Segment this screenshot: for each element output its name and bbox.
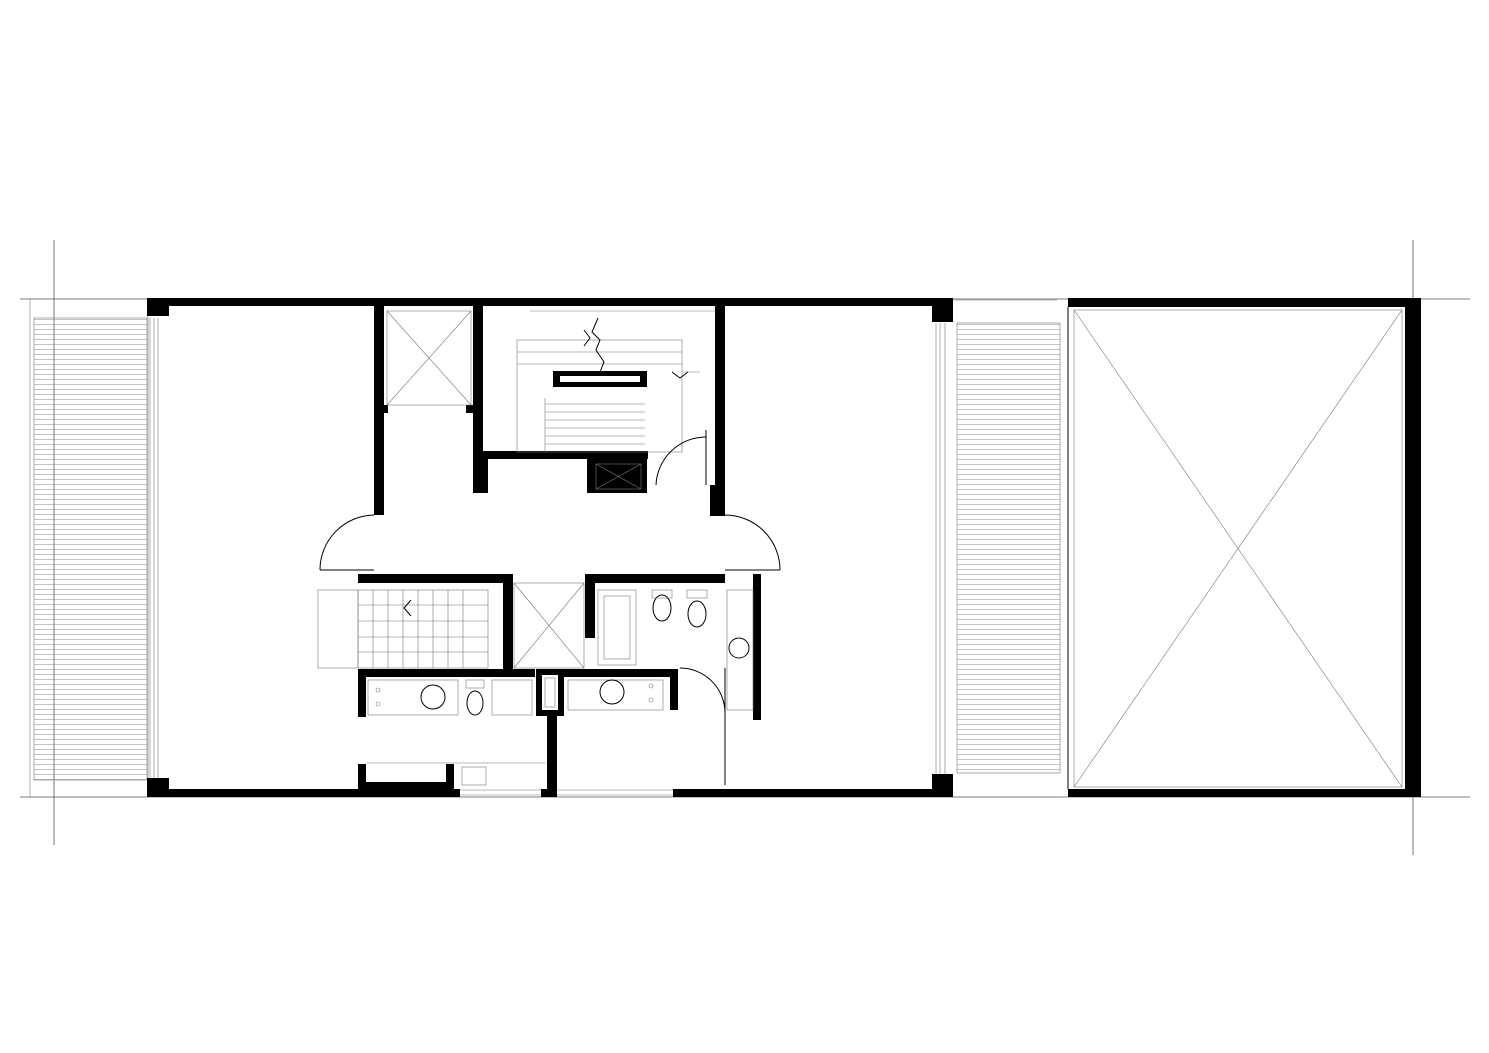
- core-upper-walls: [374, 306, 725, 516]
- duct-shaft: [595, 463, 642, 490]
- exterior-walls: [147, 298, 953, 797]
- left-terrace-deck: [29, 298, 155, 798]
- facade-windows: [157, 318, 937, 796]
- main-stair: [516, 310, 715, 453]
- bathroom-lower-center: [567, 679, 664, 711]
- right-terrace-deck: [939, 299, 1061, 798]
- bathroom-lower-left: [366, 679, 545, 786]
- elevator-shaft-lower: [513, 582, 585, 669]
- bathroom-right: [597, 589, 754, 785]
- void-block: [1067, 298, 1421, 797]
- lobby-doors: [319, 430, 781, 571]
- grid-lines: [20, 240, 1470, 855]
- elevator-shaft-upper: [386, 310, 472, 406]
- secondary-stair: [317, 589, 489, 669]
- core-right-wall: [715, 436, 725, 485]
- core-lower-walls: [358, 574, 761, 790]
